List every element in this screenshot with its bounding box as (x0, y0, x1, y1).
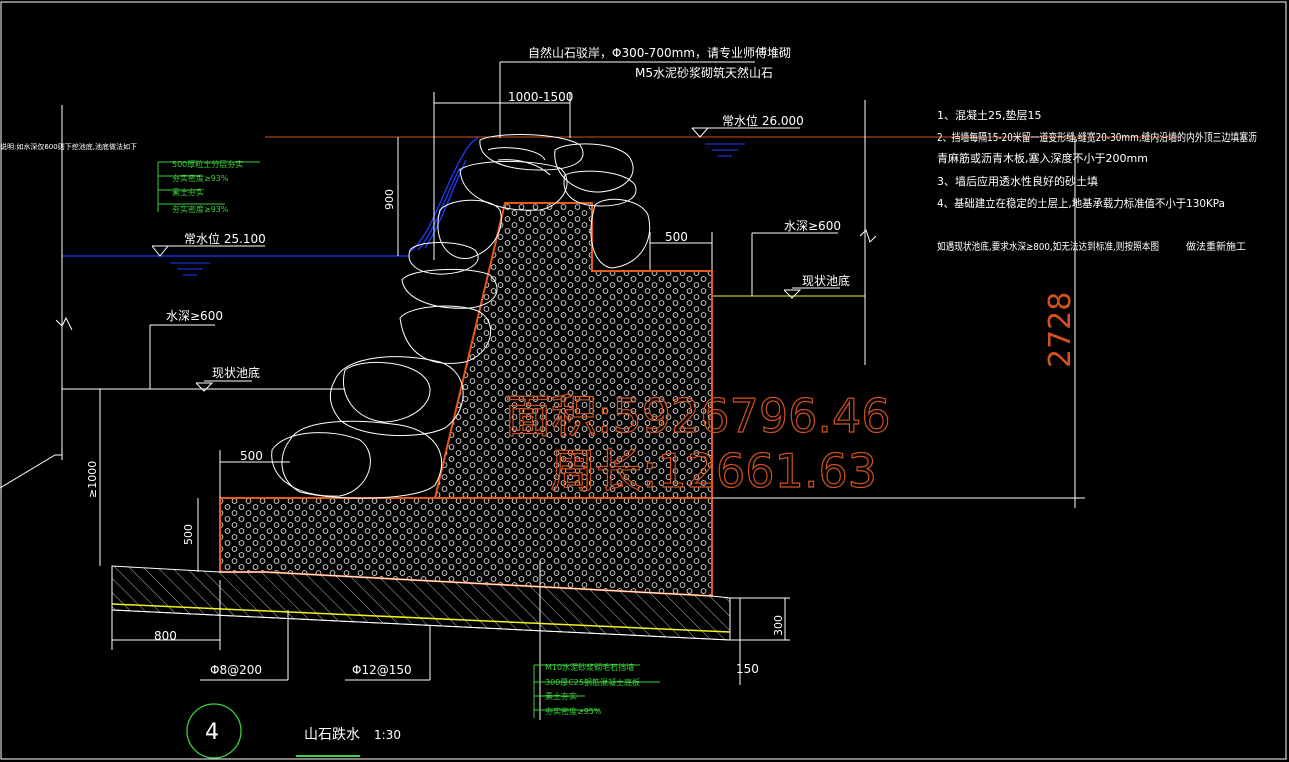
bottom-layer-4: 夯实密度≥95% (545, 706, 602, 716)
note-2b: 青麻筋或沥青木板,塞入深度不小于200mm (937, 151, 1148, 165)
gravel-line (111, 603, 731, 633)
note-4: 4、基础建立在稳定的土层上,地基承载力标准值不小于130KPa (937, 196, 1225, 210)
detail-number: 4 (205, 720, 219, 745)
bottom-layer-3: 素土夯实 (545, 691, 577, 701)
water-depth-left: 水深≥600 (166, 309, 223, 323)
dim-ge1000: ≥1000 (86, 461, 99, 498)
top-callout-line1: 自然山石驳岸，Φ300-700mm，请专业师傅堆砌 (528, 45, 791, 60)
water-level-symbol-right (691, 127, 800, 157)
dim-500-right: 500 (665, 230, 688, 244)
detail-number-circle (186, 703, 242, 759)
note-1: 1、混凝土25,垫层15 (937, 108, 1042, 122)
left-layer-4: 夯实密度≥93% (172, 204, 229, 214)
left-slope (0, 454, 62, 489)
dim-150: 150 (736, 662, 759, 676)
dim-800: 800 (154, 629, 177, 643)
bottom-layer-1: M10水泥砂浆砌毛石挡墙 (545, 662, 634, 672)
dim-500-vertical: 500 (182, 524, 195, 545)
left-layer-3: 素土夯实 (172, 187, 204, 197)
bottom-layer-2: 300厚C25钢筋混凝土底板 (545, 677, 640, 687)
detail-scale: 1:30 (374, 728, 401, 742)
dim-300: 300 (772, 615, 785, 636)
right-break-mark (859, 229, 877, 243)
overlay-area: 面积:5926796.46 (505, 389, 891, 443)
rebar-right: Φ12@150 (352, 663, 412, 677)
pool-bed-left: 现状池底 (212, 365, 260, 380)
water-level-symbol-left (151, 245, 265, 276)
dim-500-left: 500 (240, 449, 263, 463)
dimension-lines (99, 61, 1085, 720)
water-depth-right: 水深≥600 (784, 219, 841, 233)
note-2: 2、挡墙每隔15-20米留一道变形缝,缝宽20-30mm,缝内沿墙的内外顶三边填… (937, 130, 1257, 144)
bed-note-2: 做法重新施工 (1186, 240, 1246, 253)
bed-note: 如遇现状池底,要求水深≥800,如无法达到标准,则按照本图 (937, 240, 1159, 253)
left-layer-1: 500厚粒土分层夯实 (172, 159, 243, 169)
left-layer-leaders (157, 161, 260, 212)
bottom-layer-leaders (533, 664, 660, 718)
dim-900: 900 (383, 189, 396, 210)
left-break-mark (55, 316, 73, 331)
waterfall-flow (409, 137, 479, 253)
ground-symbols (195, 287, 840, 392)
pool-bed-right: 现状池底 (802, 273, 850, 288)
water-level-right: 常水位 26.000 (722, 113, 804, 128)
rock-pile (271, 134, 651, 499)
left-layer-2: 夯实密度≥93% (172, 173, 229, 183)
detail-title: 山石跌水 (304, 727, 360, 743)
base-line (111, 609, 731, 641)
dim-2728: 2728 (1043, 292, 1078, 368)
top-callout-line2: M5水泥砂浆砌筑天然山石 (635, 65, 773, 80)
dim-width-top: 1000-1500 (508, 90, 573, 104)
water-level-left: 常水位 25.100 (184, 231, 266, 246)
rebar-left: Φ8@200 (210, 663, 262, 677)
note-3: 3、墙后应用透水性良好的砂土填 (937, 174, 1098, 188)
overlay-perimeter: 周长:12661.63 (550, 444, 877, 498)
left-note: 说明:如水深仅600则下挖池底,池底做法如下 (0, 142, 137, 151)
